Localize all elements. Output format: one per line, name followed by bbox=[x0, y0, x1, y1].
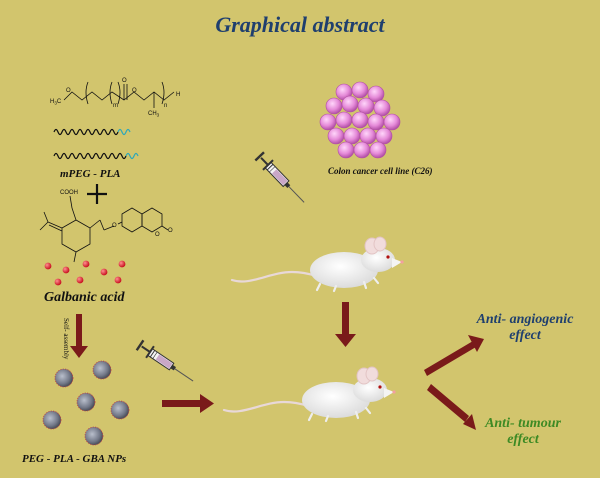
galbanic-acid-structure bbox=[39, 195, 169, 263]
arrow-anti-angiogenic bbox=[424, 335, 484, 376]
svg-text:n: n bbox=[164, 103, 167, 109]
anti-tumour-effect-label: Anti- tumour effect bbox=[458, 416, 588, 448]
arrow-anti-tumour bbox=[427, 384, 476, 430]
mpeg-pla-structure bbox=[63, 81, 175, 108]
arrow-to-mouse bbox=[162, 394, 214, 413]
anti-angiogenic-effect-label: Anti- angiogenic effect bbox=[460, 312, 590, 344]
drug-label: Galbanic acid bbox=[44, 290, 125, 305]
polymer-label: mPEG - PLA bbox=[60, 168, 121, 180]
syringe-icon-bottom bbox=[134, 338, 199, 389]
svg-text:O: O bbox=[112, 223, 117, 229]
svg-text:H3C: H3C bbox=[50, 99, 62, 106]
svg-text:m: m bbox=[113, 103, 118, 109]
self-assembly-arrow bbox=[70, 314, 88, 358]
cell-line-label: Colon cancer cell line (C26) bbox=[328, 166, 433, 176]
effect-line1: Anti- angiogenic bbox=[476, 312, 574, 327]
effect-line2: effect bbox=[507, 432, 539, 447]
svg-text:O: O bbox=[66, 88, 71, 94]
effect-line2: effect bbox=[509, 328, 541, 343]
galbanic-acid-dots bbox=[44, 260, 126, 286]
effect-line1: Anti- tumour bbox=[485, 416, 561, 431]
mpeg-pla-atoms: H3C O m O O n H CH3 bbox=[50, 78, 180, 118]
self-assembly-label: Self- assembly bbox=[62, 318, 70, 360]
mouse-bottom bbox=[222, 365, 397, 423]
arrow-mouse-down bbox=[335, 302, 356, 347]
mouse-top bbox=[230, 235, 405, 293]
svg-text:CH3: CH3 bbox=[148, 111, 160, 118]
svg-text:O: O bbox=[122, 78, 127, 84]
page-title: Graphical abstract bbox=[215, 12, 385, 37]
svg-text:O: O bbox=[168, 228, 173, 234]
galbanic-acid-atoms: COOH O O O bbox=[60, 190, 173, 238]
nanoparticle-label: PEG - PLA - GBA NPs bbox=[22, 453, 127, 465]
svg-text:COOH: COOH bbox=[60, 190, 78, 196]
cancer-cells-cluster bbox=[319, 81, 401, 159]
syringe-icon-top bbox=[253, 150, 311, 209]
svg-text:H: H bbox=[176, 92, 180, 98]
nanoparticles bbox=[42, 360, 130, 446]
svg-text:O: O bbox=[155, 232, 160, 238]
plus-icon bbox=[87, 184, 107, 204]
polymer-chain-icons bbox=[53, 128, 139, 160]
svg-text:O: O bbox=[132, 88, 137, 94]
